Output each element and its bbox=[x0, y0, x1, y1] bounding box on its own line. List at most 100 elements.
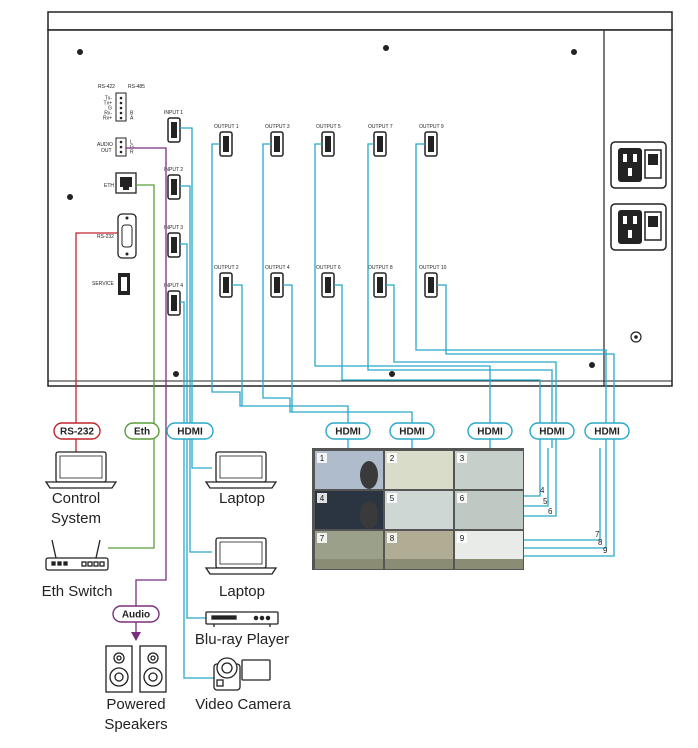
screen-number: 2 bbox=[390, 454, 395, 463]
hdmi-output-pill-3: HDMI bbox=[467, 422, 513, 440]
screw-icon bbox=[383, 45, 389, 51]
laptop-1-icon bbox=[204, 451, 278, 489]
ground-screw-icon bbox=[634, 335, 638, 339]
terminal-pin-icon bbox=[119, 96, 123, 100]
audio-out-label-1: AUDIO bbox=[97, 142, 113, 148]
hdmi-output-8-label: OUTPUT 8 bbox=[368, 265, 393, 271]
laptop-2-label: Laptop bbox=[219, 583, 265, 600]
terminal-pin-icon bbox=[119, 116, 123, 120]
cable-index-8: 8 bbox=[598, 538, 603, 547]
video-wall-screen-6: 6 bbox=[455, 491, 523, 529]
rs232-port-label: RS-232 bbox=[97, 234, 114, 240]
screen-number: 9 bbox=[460, 534, 465, 543]
hdmi-cable-output-7 bbox=[367, 143, 553, 448]
hdmi-input-pill: HDMI bbox=[166, 422, 214, 440]
ground-screw-icon bbox=[630, 331, 642, 343]
audio-pin-label: R bbox=[130, 150, 134, 156]
audio-out-label-2: OUT bbox=[101, 148, 112, 154]
hdmi-cable-output-3 bbox=[262, 143, 413, 448]
rs422-label: RS-422 bbox=[98, 84, 115, 90]
db9-connector-icon bbox=[121, 224, 133, 248]
hdmi-output-pill-2: HDMI bbox=[389, 422, 435, 440]
hdmi-cable-output-1 bbox=[211, 143, 349, 448]
laptop-1-label: Laptop bbox=[219, 490, 265, 507]
hdmi-socket-icon bbox=[377, 136, 383, 152]
terminal-pin-icon bbox=[119, 106, 123, 110]
svg-text:RS-232: RS-232 bbox=[60, 427, 94, 438]
hdmi-output-3-label: OUTPUT 3 bbox=[265, 124, 290, 130]
panel-top-strip bbox=[47, 11, 673, 31]
hdmi-input-3-label: INPUT 3 bbox=[164, 225, 183, 231]
speakers-label-2: Speakers bbox=[104, 716, 167, 733]
rs422-pin-label: Rx- bbox=[104, 111, 112, 117]
eth-cable bbox=[108, 184, 155, 549]
rs422-pin-label: G bbox=[108, 106, 112, 112]
hdmi-socket-icon bbox=[171, 179, 177, 195]
cable-type-labels: RS-232 Eth HDMI Audio HDMI HDMI HDMI HDMI HDMI bbox=[53, 422, 630, 623]
svg-text:Audio: Audio bbox=[122, 610, 150, 621]
hdmi-cable-wall-9 bbox=[522, 448, 615, 557]
power-inlet-2 bbox=[610, 203, 667, 251]
video-wall-screen-5: 5 bbox=[385, 491, 453, 529]
eth-switch-label: Eth Switch bbox=[42, 583, 113, 600]
cable-index-5: 5 bbox=[543, 497, 548, 506]
rs485-pin-label: B bbox=[130, 111, 134, 117]
rs-terminal-pins: Tx-Tx+GRx-BRx+A bbox=[103, 96, 134, 122]
eth-port-label: ETH bbox=[104, 183, 114, 189]
hdmi-cable-output-6 bbox=[334, 284, 541, 448]
cable-index-4: 4 bbox=[540, 486, 545, 495]
hdmi-output-pill-5: HDMI bbox=[584, 422, 630, 440]
screen-number: 7 bbox=[320, 534, 325, 543]
rs422-pin-label: Rx+ bbox=[103, 116, 112, 122]
power-inlet-1 bbox=[610, 141, 667, 189]
video-wall-screen-3: 3 bbox=[455, 451, 523, 489]
hdmi-cable-wall-8 bbox=[522, 448, 607, 549]
hdmi-socket-icon bbox=[274, 136, 280, 152]
laptop-2-icon bbox=[204, 537, 278, 575]
eth-pill: Eth bbox=[124, 422, 160, 440]
svg-text:HDMI: HDMI bbox=[177, 427, 203, 438]
cable-index-6: 6 bbox=[548, 507, 553, 516]
control-system-laptop-icon bbox=[44, 451, 118, 489]
screw-icon bbox=[173, 371, 179, 377]
audio-pill: Audio bbox=[112, 605, 160, 623]
presenter-image bbox=[360, 461, 378, 489]
hdmi-output-10-label: OUTPUT 10 bbox=[419, 265, 447, 271]
hdmi-socket-icon bbox=[377, 277, 383, 293]
hdmi-socket-icon bbox=[428, 136, 434, 152]
hdmi-cable-wall-6 bbox=[522, 448, 557, 517]
rs232-port[interactable] bbox=[117, 213, 137, 259]
hdmi-output-2-label: OUTPUT 2 bbox=[214, 265, 239, 271]
audio-pin-label: L bbox=[130, 140, 133, 146]
screen-number: 6 bbox=[460, 494, 465, 503]
hdmi-socket-icon bbox=[171, 295, 177, 311]
hdmi-cable-wall-4 bbox=[522, 448, 541, 497]
screw-icon bbox=[77, 49, 83, 55]
hdmi-cable-output-4 bbox=[283, 284, 293, 412]
video-camera-icon bbox=[213, 657, 271, 691]
hdmi-socket-icon bbox=[171, 237, 177, 253]
hdmi-cable-output-10 bbox=[437, 284, 615, 448]
hdmi-output-7-label: OUTPUT 7 bbox=[368, 124, 393, 130]
speakers-label-1: Powered bbox=[106, 696, 165, 713]
hdmi-cable-camera bbox=[180, 301, 214, 679]
rs232-cable bbox=[75, 232, 118, 452]
cables bbox=[75, 127, 615, 679]
screw-icon bbox=[589, 362, 595, 368]
presenter-image bbox=[360, 501, 378, 529]
terminal-pin-icon bbox=[119, 101, 123, 105]
hdmi-output-pill-4: HDMI bbox=[529, 422, 575, 440]
service-port-label: SERVICE bbox=[92, 281, 115, 287]
hdmi-cable-output-9 bbox=[415, 143, 607, 448]
powered-speakers-icon bbox=[105, 645, 167, 693]
audio-cable bbox=[126, 147, 167, 640]
svg-text:HDMI: HDMI bbox=[539, 427, 565, 438]
svg-text:Eth: Eth bbox=[134, 427, 150, 438]
panel-body bbox=[47, 29, 673, 387]
hdmi-socket-icon bbox=[274, 277, 280, 293]
hdmi-output-pill-1: HDMI bbox=[325, 422, 371, 440]
video-wall-screen-4: 4 bbox=[315, 491, 383, 529]
hdmi-output-5-label: OUTPUT 5 bbox=[316, 124, 341, 130]
